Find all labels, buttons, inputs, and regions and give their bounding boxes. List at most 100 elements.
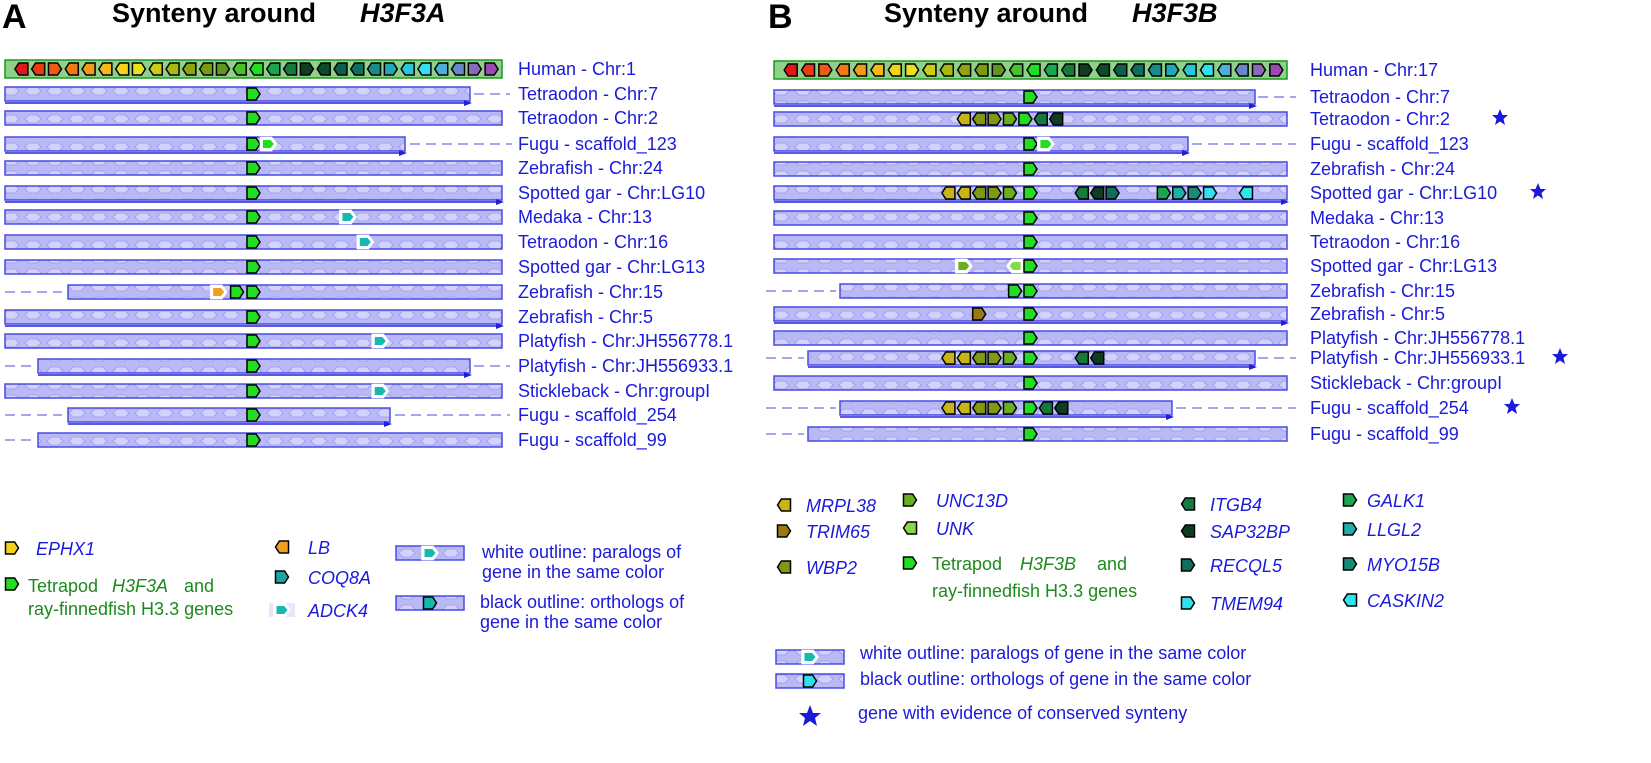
legend-gene-name: COQ8A: [308, 568, 371, 588]
panel-b-title-gene: H3F3B: [1132, 0, 1218, 28]
human-gene-mark: [783, 63, 798, 77]
strand-arrowhead: [496, 199, 504, 205]
legend-gene-name: GALK1: [1367, 491, 1425, 511]
legend-gene-entry: CASKIN2: [1342, 591, 1444, 611]
gene-mark: [987, 112, 1002, 126]
gene-mark: [339, 209, 357, 225]
human-gene-mark: [1112, 63, 1128, 77]
track-label: Platyfish - Chr:JH556933.1: [1310, 348, 1525, 368]
legend-gene-entry: COQ8A: [274, 568, 371, 588]
track-label: Fugu - scaffold_254: [1310, 398, 1469, 419]
track-label: Spotted gar - Chr:LG13: [518, 257, 705, 277]
human-gene-mark: [81, 62, 96, 76]
gene-mark: [246, 87, 261, 101]
outline-example-gene: [801, 649, 819, 665]
legend-gene-name: MRPL38: [806, 496, 876, 516]
gene-mark: [956, 351, 972, 365]
legend-gene-icon: [902, 521, 918, 535]
track-label: Zebrafish - Chr:24: [518, 158, 663, 178]
gene-mark: [1156, 186, 1172, 200]
gene-mark: [971, 351, 987, 365]
legend-gene-name: ADCK4: [307, 601, 368, 621]
human-gene-mark: [30, 62, 46, 76]
chromosome-bar: [4, 136, 406, 152]
human-gene-mark: [433, 62, 449, 76]
track-label: Tetraodon - Chr:7: [518, 84, 658, 104]
track-label: Stickleback - Chr:groupI: [1310, 373, 1502, 393]
human-gene-mark: [467, 62, 483, 76]
gene-mark: [1023, 331, 1038, 345]
human-gene-mark: [47, 62, 63, 76]
human-gene-mark: [215, 62, 231, 76]
synteny-track: Zebrafish - Chr:5: [773, 304, 1445, 326]
legend-gene-icon: [273, 602, 291, 618]
legend-b-h3-gene: H3F3B: [1020, 554, 1076, 574]
human-gene-mark: [870, 63, 885, 77]
gene-mark: [371, 333, 390, 349]
human-gene-mark: [181, 62, 197, 76]
gene-mark: [955, 258, 973, 274]
strand-arrowhead: [384, 421, 392, 427]
legend-b-black-line: black outline: orthologs of gene in the …: [860, 669, 1251, 689]
gene-mark: [1105, 186, 1120, 200]
gene-mark: [941, 186, 956, 200]
legend-gene-name: TMEM94: [1210, 594, 1283, 614]
legend-gene-entry: TRIM65: [776, 522, 871, 542]
panel-b-letter: B: [768, 0, 793, 36]
gene-mark: [1089, 186, 1105, 200]
gene-mark: [209, 284, 228, 300]
synteny-track: Zebrafish - Chr:5: [4, 307, 653, 329]
human-gene-mark: [64, 62, 80, 76]
gene-mark: [1202, 186, 1218, 200]
human-gene-mark: [922, 63, 937, 77]
human-gene-mark: [366, 62, 382, 76]
legend-gene-name: EPHX1: [36, 539, 95, 559]
gene-mark: [246, 310, 261, 324]
gene-mark: [1172, 186, 1187, 200]
human-gene-mark: [333, 62, 348, 76]
track-label: Stickleback - Chr:groupI: [518, 381, 710, 401]
gene-mark: [987, 351, 1002, 365]
human-gene-mark: [265, 62, 281, 76]
gene-mark: [956, 401, 972, 415]
human-gene-mark: [198, 62, 214, 76]
chromosome-bar: [67, 407, 391, 423]
gene-mark: [1002, 401, 1018, 415]
human-gene-mark: [249, 62, 264, 76]
gene-mark: [1007, 284, 1023, 298]
synteny-track: Stickleback - Chr:groupI: [4, 381, 710, 401]
synteny-track: Zebrafish - Chr:24: [4, 158, 663, 178]
gene-mark: [246, 235, 261, 249]
chromosome-bar: [773, 89, 1256, 105]
gene-mark: [246, 285, 261, 299]
human-gene-mark: [484, 62, 499, 76]
human-gene-mark: [1008, 63, 1024, 77]
synteny-track: Spotted gar - Chr:LG10: [773, 183, 1546, 205]
human-gene-mark: [1269, 63, 1284, 77]
legend-gene-name: UNK: [936, 519, 975, 539]
legend-gene-entry: LB: [274, 538, 330, 558]
human-gene-mark: [835, 63, 850, 77]
legend-gene-icon: [1342, 557, 1358, 571]
outline-example-gene: [421, 545, 439, 561]
synteny-track: Human - Chr:1: [4, 59, 636, 79]
track-label: Zebrafish - Chr:5: [1310, 304, 1445, 324]
legend-gene-entry: ITGB4: [1180, 495, 1262, 515]
legend-gene-entry: MYO15B: [1342, 555, 1440, 575]
legend-gene-entry: SAP32BP: [1180, 522, 1290, 542]
human-gene-mark: [282, 62, 298, 76]
synteny-track: Tetraodon - Chr:16: [773, 232, 1460, 252]
synteny-track: Medaka - Chr:13: [773, 208, 1444, 228]
track-label: Human - Chr:1: [518, 59, 636, 79]
human-gene-mark: [818, 63, 833, 77]
human-gene-mark: [14, 62, 29, 76]
synteny-track: Tetraodon - Chr:2: [4, 108, 658, 128]
synteny-track: Platyfish - Chr:JH556933.1: [5, 356, 733, 378]
legend-gene-entry: EPHX1: [4, 539, 95, 559]
human-gene-mark: [887, 63, 902, 77]
legend-gene-entry: TMEM94: [1180, 594, 1283, 614]
panel-a-title: Synteny around: [112, 0, 316, 28]
synteny-track: Zebrafish - Chr:15: [766, 281, 1455, 301]
gene-mark: [1002, 186, 1018, 200]
